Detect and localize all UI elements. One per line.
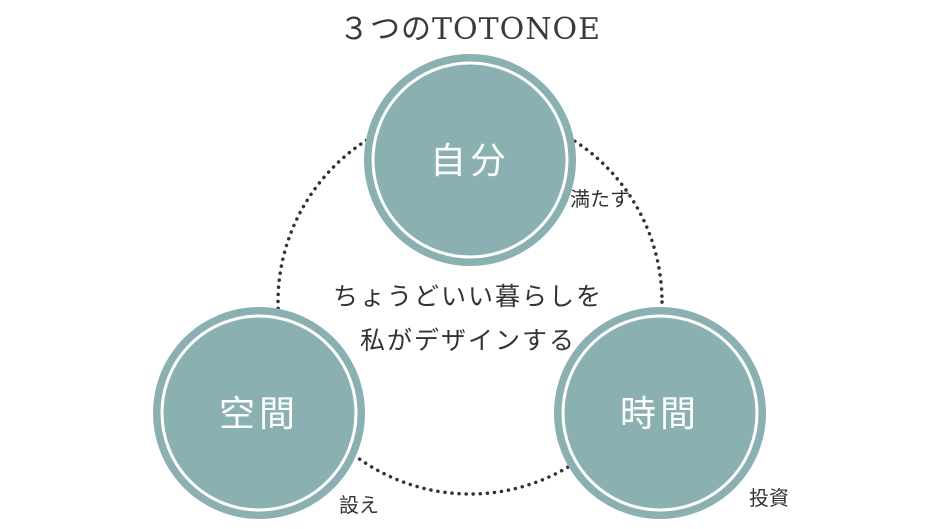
node-time-inner-ring (561, 314, 759, 512)
node-self: 自分 (364, 54, 576, 266)
node-self-inner-ring (371, 61, 569, 259)
node-space-circle (153, 307, 365, 519)
verb-label-space: 設え (339, 493, 379, 517)
diagram-title: ３つのTOTONOE (339, 12, 601, 47)
node-space: 空間 (153, 307, 365, 519)
node-self-label: 自分 (430, 141, 510, 182)
node-self-circle (364, 54, 576, 266)
node-time-label: 時間 (620, 394, 700, 435)
verb-label-self: 満たす (570, 187, 630, 211)
verb-label-time: 投資 (749, 486, 789, 510)
connecting-dotted-ring (276, 108, 664, 496)
node-time-circle (554, 307, 766, 519)
center-text-line-2: 私がデザインする (360, 326, 576, 355)
node-space-inner-ring (160, 314, 358, 512)
center-text-line-1: ちょうどいい暮らしを (333, 282, 603, 311)
node-time: 時間 (554, 307, 766, 519)
node-space-label: 空間 (219, 394, 299, 435)
